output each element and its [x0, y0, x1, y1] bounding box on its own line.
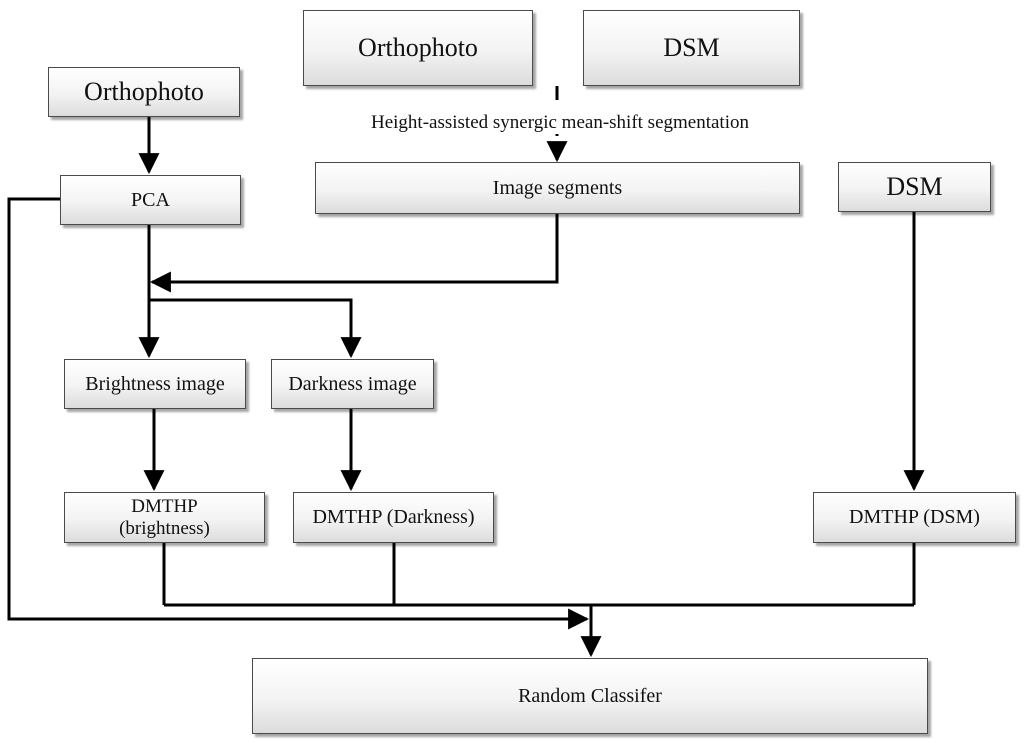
node-pca: PCA — [60, 175, 241, 225]
segmentation-label: Height-assisted synergic mean-shift segm… — [330, 112, 790, 134]
node-dsm-top-label: DSM — [663, 33, 720, 63]
node-random-classifier-label: Random Classifer — [518, 684, 662, 707]
node-orthophoto-left-label: Orthophoto — [84, 77, 204, 107]
node-dsm-right: DSM — [838, 162, 991, 212]
edge-split-to-darkness — [149, 298, 362, 359]
edge-segments-to-pca-line — [149, 214, 559, 293]
node-random-classifier: Random Classifer — [252, 658, 928, 734]
node-dsm-top: DSM — [583, 10, 800, 86]
node-dmthp-dsm: DMTHP (DSM) — [813, 492, 1016, 543]
edge-pca-to-classifier — [7, 197, 590, 630]
node-darkness-image-label: Darkness image — [288, 372, 417, 395]
node-orthophoto-top-label: Orthophoto — [358, 33, 478, 63]
node-pca-label: PCA — [131, 188, 170, 211]
node-dmthp-dsm-label: DMTHP (DSM) — [849, 506, 980, 528]
node-brightness-image: Brightness image — [64, 359, 246, 409]
node-dmthp-darkness-label: DMTHP (Darkness) — [312, 506, 475, 528]
node-dmthp-brightness-label: DMTHP (brightness) — [119, 495, 210, 539]
node-orthophoto-left: Orthophoto — [48, 67, 240, 117]
node-dmthp-brightness: DMTHP (brightness) — [64, 492, 265, 543]
node-brightness-image-label: Brightness image — [85, 372, 225, 395]
node-darkness-image: Darkness image — [271, 359, 434, 409]
node-orthophoto-top: Orthophoto — [303, 10, 533, 86]
node-image-segments-label: Image segments — [492, 176, 623, 199]
node-image-segments: Image segments — [315, 162, 800, 214]
node-dmthp-darkness: DMTHP (Darkness) — [293, 492, 494, 543]
node-dsm-right-label: DSM — [886, 172, 943, 202]
